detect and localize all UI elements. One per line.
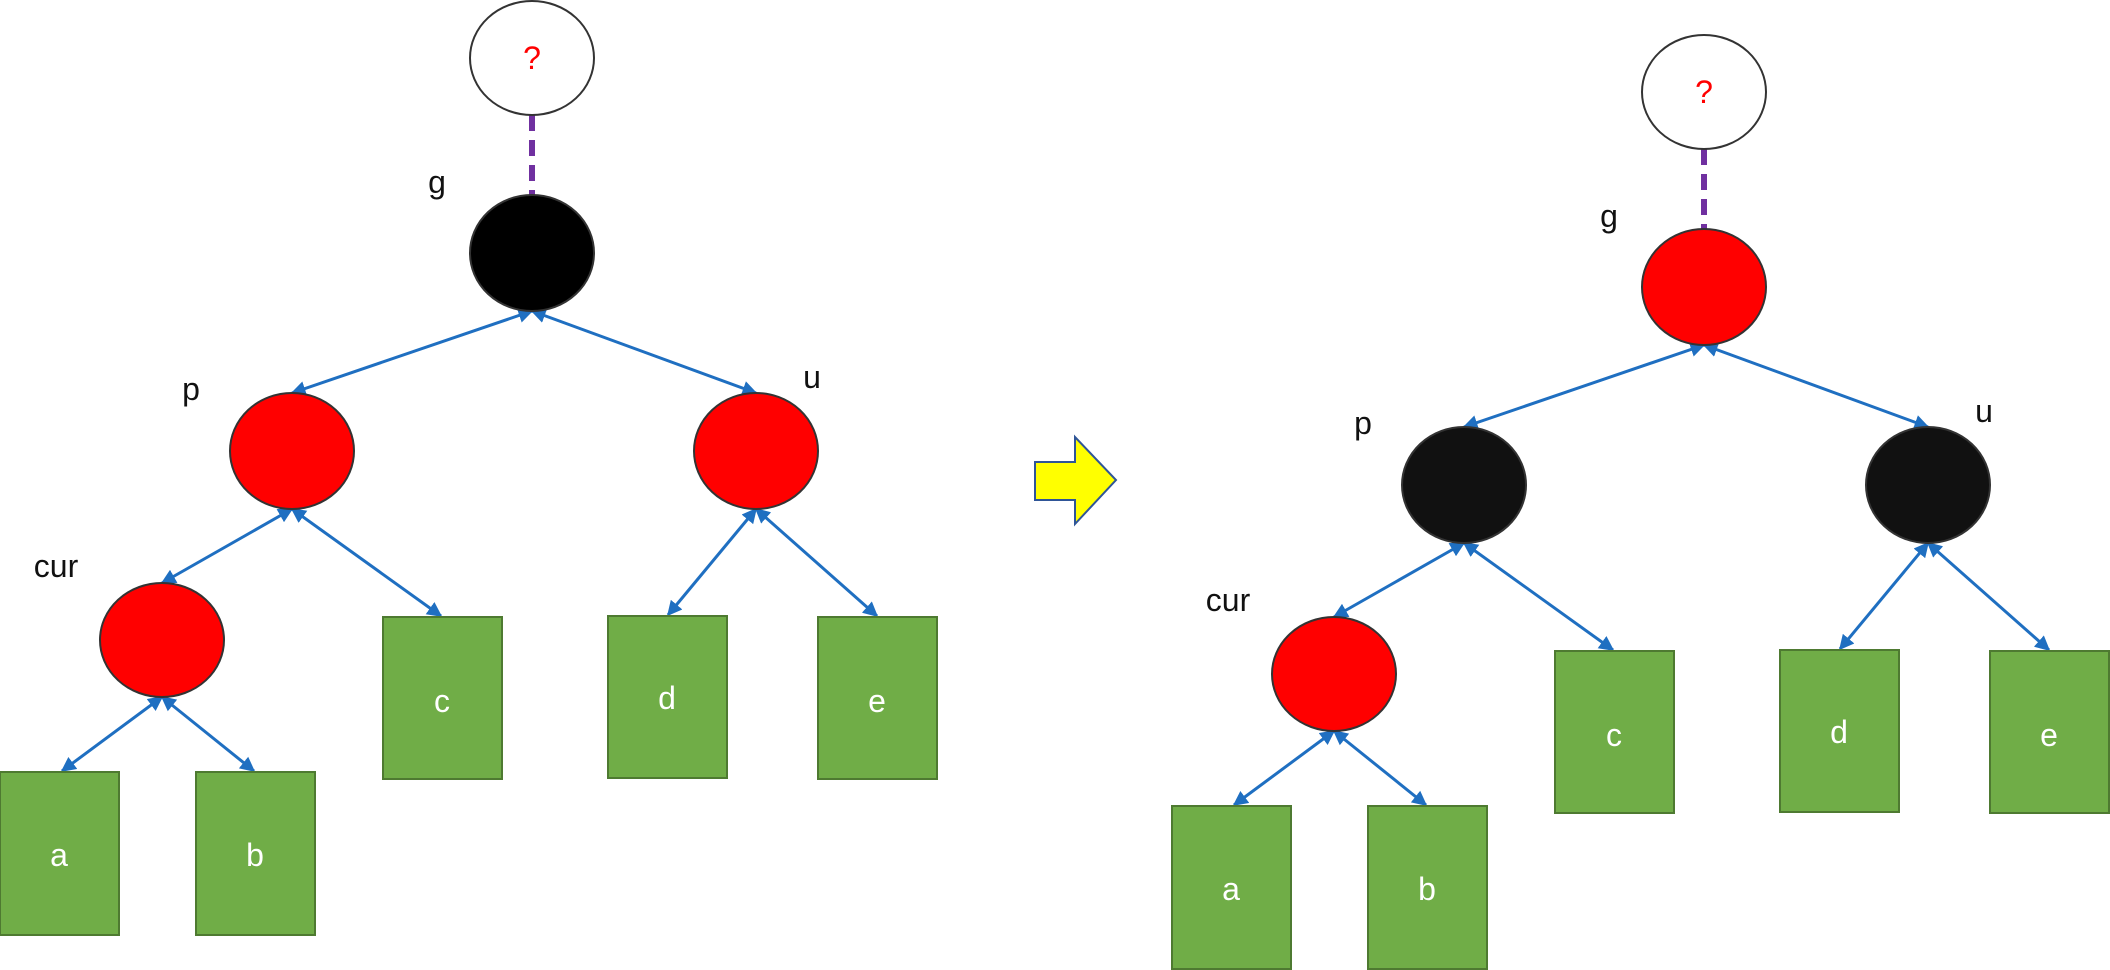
- edge-u-e-before: [754, 507, 879, 618]
- label-g-after: g: [1600, 198, 1618, 234]
- root-unknown-node-before: [469, 0, 595, 116]
- node-cur-after: [1271, 616, 1397, 732]
- label-cur-after: cur: [1206, 582, 1251, 618]
- leaf-b-label-before: b: [246, 837, 264, 873]
- right-arrow-icon: [1034, 434, 1118, 527]
- leaf-d-label-after: d: [1830, 714, 1848, 750]
- edge-cur-b-after: [1332, 729, 1428, 807]
- leaf-a-after: [1171, 805, 1292, 970]
- leaf-b-label-after: b: [1418, 871, 1436, 907]
- leaf-c-after: [1554, 650, 1675, 814]
- tree-before: ? g p u cur a b c d e: [0, 0, 938, 936]
- leaf-b-after: [1367, 805, 1488, 970]
- leaf-a-before: [0, 771, 120, 936]
- leaf-a-label-before: a: [50, 837, 68, 873]
- edge-u-d-after: [1838, 541, 1930, 651]
- tree-after: ? g p u cur a b c d e: [1171, 34, 2110, 970]
- edge-g-p-after: [1462, 342, 1706, 430]
- root-unknown-label-after: ?: [1695, 74, 1713, 110]
- node-g-before: [469, 194, 595, 312]
- label-g-before: g: [428, 164, 446, 200]
- leaf-c-label-before: c: [434, 683, 450, 719]
- node-p-before: [229, 392, 355, 510]
- node-p-after: [1401, 426, 1527, 544]
- edge-p-c-before: [290, 507, 443, 618]
- root-unknown-label-before: ?: [523, 40, 541, 76]
- leaf-a-label-after: a: [1222, 871, 1240, 907]
- label-u-before: u: [803, 359, 821, 395]
- leaf-d-before: [607, 615, 728, 779]
- edge-u-e-after: [1926, 541, 2051, 652]
- leaf-c-label-after: c: [1606, 717, 1622, 753]
- leaf-d-after: [1779, 649, 1900, 813]
- leaf-c-before: [382, 616, 503, 780]
- edge-cur-a-before: [60, 695, 164, 773]
- label-p-after: p: [1354, 405, 1372, 441]
- node-u-before: [693, 392, 819, 510]
- edge-g-p-before: [290, 308, 534, 396]
- leaf-d-label-before: d: [658, 680, 676, 716]
- label-u-after: u: [1975, 393, 1993, 429]
- edge-g-u-after: [1702, 342, 1930, 430]
- edge-g-u-before: [530, 308, 758, 396]
- edge-p-cur-before: [160, 507, 294, 585]
- leaf-e-label-after: e: [2040, 717, 2058, 753]
- label-cur-before: cur: [34, 548, 79, 584]
- leaf-e-label-before: e: [868, 683, 886, 719]
- edge-p-c-after: [1462, 541, 1615, 652]
- node-u-after: [1865, 426, 1991, 544]
- edge-cur-b-before: [160, 695, 256, 773]
- edge-p-cur-after: [1332, 541, 1466, 619]
- label-p-before: p: [182, 371, 200, 407]
- root-unknown-node-after: [1641, 34, 1767, 150]
- edge-cur-a-after: [1232, 729, 1336, 807]
- node-cur-before: [99, 582, 225, 698]
- edge-u-d-before: [666, 507, 758, 617]
- leaf-e-before: [817, 616, 938, 780]
- leaf-b-before: [195, 771, 316, 936]
- node-g-after: [1641, 228, 1767, 346]
- leaf-e-after: [1989, 650, 2110, 814]
